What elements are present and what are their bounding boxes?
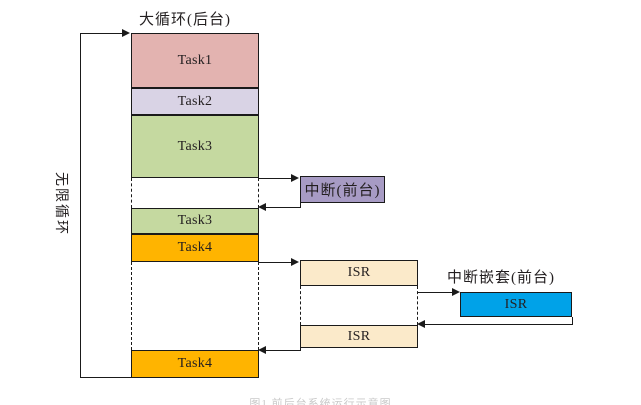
loop-top-line [80,33,127,35]
isr-return-line [265,350,301,352]
nested-return-vline [572,317,574,325]
block-task4-first: Task4 [131,234,259,262]
block-task1: Task1 [131,33,259,88]
block-task3-first: Task3 [131,115,259,178]
block-task4-resume: Task4 [131,350,259,378]
loop-left-line [80,33,82,378]
isr-enter-arrowhead-icon [291,258,299,266]
block-preempt-gap-2 [131,262,259,350]
block-isr-upper: ISR [300,260,418,286]
nested-enter-line [418,292,454,294]
loop-arrowhead-icon [122,29,130,37]
block-isr-gap [300,286,418,325]
figure-caption: 图1 前后台系统运行示意图 [249,398,392,405]
interrupt-return-arrowhead-icon [258,203,266,211]
isr-return-vline [300,348,302,351]
block-task3-resume: Task3 [131,208,259,234]
main-loop-title: 大循环(后台) [139,12,231,28]
nested-interrupt-title: 中断嵌套(前台) [447,270,555,286]
nested-enter-arrowhead-icon [452,288,460,296]
interrupt-enter-line [259,178,294,180]
nested-return-arrowhead-icon [417,320,425,328]
isr-return-arrowhead-icon [258,346,266,354]
interrupt-return-line [265,207,301,209]
nested-return-line [424,324,573,326]
block-isr-nested: ISR [460,292,572,317]
block-task2: Task2 [131,88,259,115]
interrupt-return-vline [300,203,302,208]
loop-bottom-line [80,377,131,379]
block-preempt-gap-1 [131,178,259,208]
isr-enter-line [259,262,294,264]
block-interrupt-foreground: 中断(前台) [300,176,385,203]
interrupt-enter-arrowhead-icon [291,174,299,182]
block-isr-lower: ISR [300,325,418,348]
infinite-loop-label: 无限循环 [53,172,68,236]
